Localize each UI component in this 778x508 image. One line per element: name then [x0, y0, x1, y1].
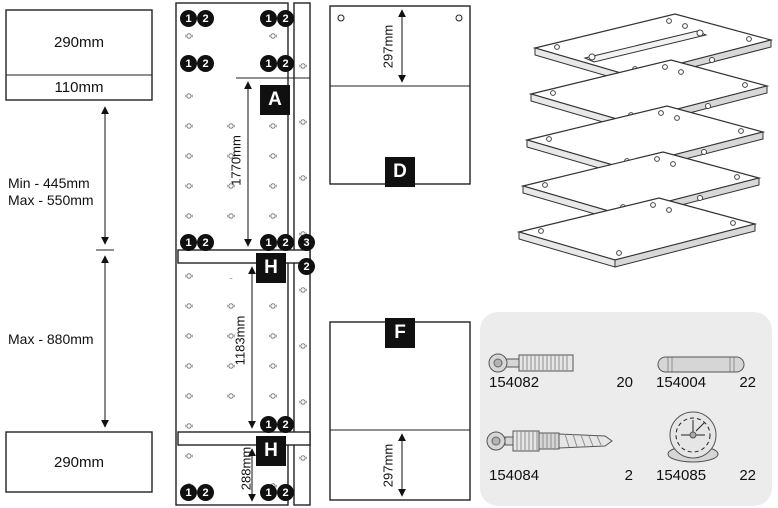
marker-2: 2: [197, 234, 214, 251]
panel-badge-d: D: [385, 157, 415, 187]
bottom-panel-width-label: 290mm: [53, 453, 105, 471]
part-id-154004: 154004: [656, 374, 707, 391]
panel-d-outline: [329, 5, 471, 185]
bottom-panel-outline: [5, 431, 153, 493]
marker-3: 3: [298, 234, 315, 251]
marker-2: 2: [277, 234, 294, 251]
marker-1: 1: [260, 10, 277, 27]
marker-2: 2: [277, 484, 294, 501]
marker-2: 2: [197, 10, 214, 27]
part-qty-154085: 22: [739, 467, 756, 484]
hanging-rail-drawing: [583, 30, 708, 63]
marker-2: 2: [197, 55, 214, 72]
cam-bolt-icon: [488, 353, 574, 373]
wood-dowel-icon: [657, 356, 745, 373]
part-qty-154004: 22: [739, 374, 756, 391]
panel-badge-h-bottom: H: [256, 436, 286, 466]
top-panel-outline: [5, 9, 153, 101]
part-id-154085: 154085: [656, 467, 707, 484]
panel-badge-f: F: [385, 318, 415, 348]
panel-f-outline: [329, 321, 471, 501]
panel-f-depth-label: 297mm: [380, 443, 396, 488]
marker-2: 2: [277, 10, 294, 27]
part-qty-154084: 2: [624, 467, 633, 484]
marker-2: 2: [277, 416, 294, 433]
marker-1: 1: [260, 55, 277, 72]
marker-2: 2: [277, 55, 294, 72]
screw-icon: [697, 57, 715, 201]
max-height-label: Max - 550mm: [8, 192, 94, 208]
marker-2: 2: [197, 484, 214, 501]
panel-badge-h-middle: H: [256, 253, 286, 283]
marker-1: 1: [260, 484, 277, 501]
marker-1: 1: [260, 234, 277, 251]
part-id-154082: 154082: [489, 374, 540, 391]
cam-lock-icon: [667, 411, 719, 463]
marker-1: 1: [180, 55, 197, 72]
left-dimension-lines: [96, 106, 114, 428]
marker-1: 1: [260, 416, 277, 433]
panel-badge-a: A: [260, 85, 290, 115]
max-lower-height-label: Max - 880mm: [8, 331, 94, 347]
double-thread-screw-icon: [486, 430, 613, 452]
panel-d-depth-label: 297mm: [380, 24, 396, 69]
marker-1: 1: [180, 234, 197, 251]
top-panel-depth-label: 110mm: [54, 78, 104, 96]
part-id-154084: 154084: [489, 467, 540, 484]
shelf-stack-drawing: [518, 13, 772, 268]
marker-1: 1: [180, 484, 197, 501]
mid-span-label: 1183mm: [232, 315, 248, 366]
part-qty-154082: 20: [616, 374, 633, 391]
min-height-label: Min - 445mm: [8, 175, 90, 191]
top-panel-width-label: 290mm: [53, 33, 105, 51]
bottom-span-label: 288mm: [238, 446, 254, 491]
marker-1: 1: [180, 10, 197, 27]
side-panel-height-label: 1770mm: [228, 135, 244, 186]
marker-2: 2: [298, 258, 315, 275]
